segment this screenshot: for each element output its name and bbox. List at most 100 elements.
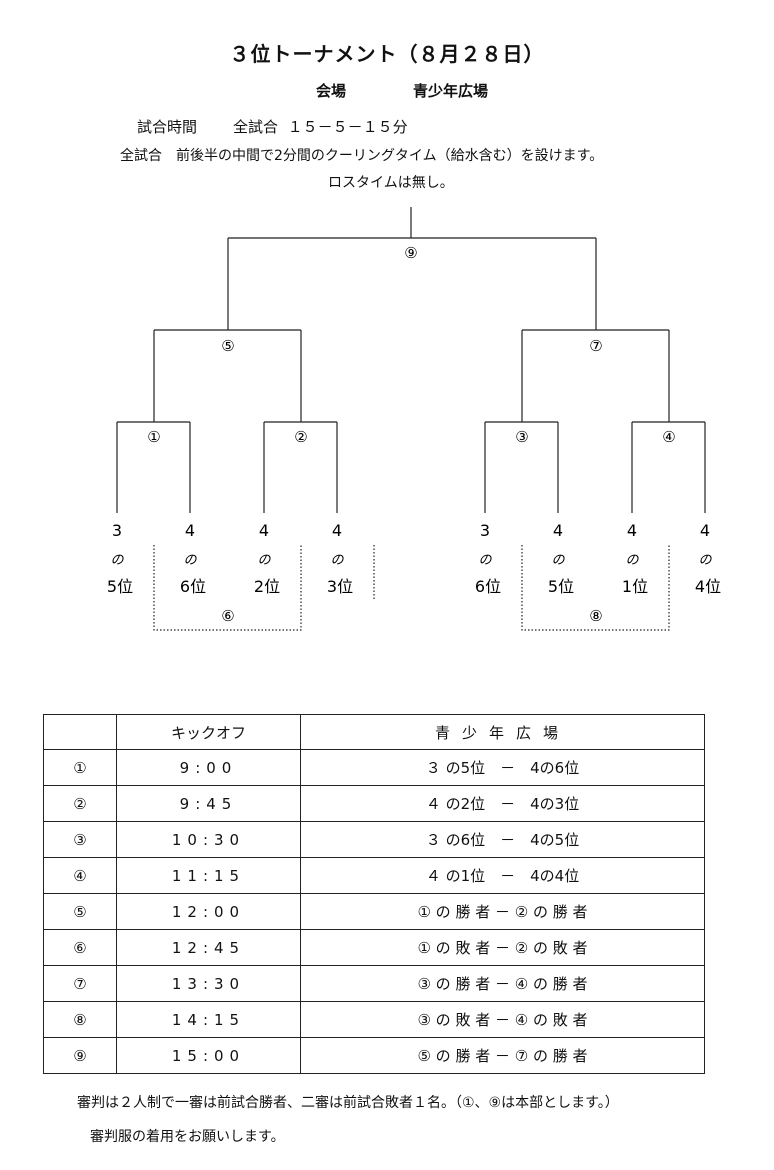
- seed-2: 4 の 6位: [180, 521, 206, 596]
- row-match: ⑨: [43, 1037, 117, 1074]
- bracket-match-2: ②: [294, 428, 307, 446]
- svg-text:4: 4: [627, 521, 637, 540]
- svg-text:3: 3: [480, 521, 490, 540]
- schedule-table: キックオフ 青少年広場 ① 9:00 ３ の5位 － 4の6位 ② 9:45 ４…: [43, 714, 705, 1074]
- svg-text:4: 4: [332, 521, 342, 540]
- table-row: ③ 10:30 ３ の6位 － 4の5位: [43, 821, 705, 858]
- bracket-match-6: ⑥: [221, 607, 234, 625]
- svg-text:4: 4: [700, 521, 710, 540]
- bracket-match4-lines: [631, 421, 706, 513]
- svg-text:4: 4: [553, 521, 563, 540]
- row-kickoff: 11:15: [116, 857, 301, 894]
- seed-6: 4 の 5位: [548, 521, 574, 596]
- header-kickoff: キックオフ: [116, 714, 301, 750]
- svg-text:3位: 3位: [327, 577, 353, 596]
- bracket-match-8: ⑧: [589, 607, 602, 625]
- svg-text:6位: 6位: [180, 577, 206, 596]
- venue-name: 青少年広場: [413, 82, 489, 100]
- row-kickoff: 12:00: [116, 893, 301, 930]
- table-row: ① 9:00 ３ の5位 － 4の6位: [43, 749, 705, 786]
- svg-text:4: 4: [185, 521, 195, 540]
- bracket-semi-right-lines: [521, 329, 670, 422]
- table-row: ④ 11:15 ４ の1位 － 4の4位: [43, 857, 705, 894]
- row-kickoff: 12:45: [116, 929, 301, 966]
- bracket-final-lines: [227, 207, 597, 330]
- svg-text:5位: 5位: [548, 577, 574, 596]
- bracket-match2-lines: [263, 421, 338, 513]
- match-time-line: 試合時間 全試合 １５－５－１５分: [137, 116, 408, 137]
- page-title: ３位トーナメント（８月２８日）: [229, 42, 545, 66]
- row-match: ⑤: [43, 893, 117, 930]
- bracket-match3-lines: [484, 421, 559, 513]
- svg-text:の: の: [478, 553, 492, 568]
- loss-time-note: ロスタイムは無し。: [328, 175, 454, 191]
- bracket-match6-dotted: [153, 545, 302, 631]
- match-time-scope: 全試合: [233, 118, 279, 136]
- row-match: ⑧: [43, 1001, 117, 1038]
- seed-7: 4 の 1位: [622, 521, 648, 596]
- row-kickoff: 9:00: [116, 749, 301, 786]
- table-row: ② 9:45 ４ の2位 － 4の3位: [43, 785, 705, 822]
- table-row: ⑥ 12:45 ① の 敗 者 － ② の 敗 者: [43, 929, 705, 966]
- row-kickoff: 10:30: [116, 821, 301, 858]
- seed-8: 4 の 4位: [695, 521, 721, 596]
- svg-text:4位: 4位: [695, 577, 721, 596]
- bracket-match-5: ⑤: [221, 337, 234, 355]
- row-card: ① の 勝 者 － ② の 勝 者: [300, 893, 705, 930]
- header-venue: 青少年広場: [300, 714, 705, 750]
- svg-text:の: の: [183, 553, 197, 568]
- seed-4: 4 の 3位: [327, 521, 353, 596]
- seed-5: 3 の 6位: [475, 521, 501, 596]
- schedule-header-row: キックオフ 青少年広場: [43, 714, 705, 750]
- svg-text:2位: 2位: [254, 577, 280, 596]
- row-card: ３ の6位 － 4の5位: [300, 821, 705, 858]
- row-card: ③ の 勝 者 － ④ の 勝 者: [300, 965, 705, 1002]
- svg-text:の: の: [330, 553, 344, 568]
- bracket-match1-lines: [116, 421, 191, 513]
- svg-text:の: の: [625, 553, 639, 568]
- svg-text:の: の: [551, 553, 565, 568]
- row-kickoff: 15:00: [116, 1037, 301, 1074]
- bracket-semi-left-lines: [153, 329, 302, 422]
- row-match: ①: [43, 749, 117, 786]
- seed-3: 4 の 2位: [254, 521, 280, 596]
- bracket-match-3: ③: [515, 428, 528, 446]
- row-match: ④: [43, 857, 117, 894]
- svg-text:の: の: [110, 553, 124, 568]
- svg-text:6位: 6位: [475, 577, 501, 596]
- row-match: ⑥: [43, 929, 117, 966]
- svg-text:5位: 5位: [107, 577, 133, 596]
- cooling-note: 全試合 前後半の中間で2分間のクーリングタイム（給水含む）を設けます。: [120, 148, 604, 164]
- row-card: ３ の5位 － 4の6位: [300, 749, 705, 786]
- row-card: ③ の 敗 者 － ④ の 敗 者: [300, 1001, 705, 1038]
- seed-1: 3 の 5位: [107, 521, 133, 596]
- table-row: ⑨ 15:00 ⑤ の 勝 者 － ⑦ の 勝 者: [43, 1037, 705, 1074]
- bracket-match-9: ⑨: [404, 244, 417, 262]
- row-match: ③: [43, 821, 117, 858]
- row-card: ⑤ の 勝 者 － ⑦ の 勝 者: [300, 1037, 705, 1074]
- table-row: ⑤ 12:00 ① の 勝 者 － ② の 勝 者: [43, 893, 705, 930]
- bracket-match-7: ⑦: [589, 337, 602, 355]
- table-row: ⑦ 13:30 ③ の 勝 者 － ④ の 勝 者: [43, 965, 705, 1002]
- uniform-note: 審判服の着用をお願いします。: [90, 1129, 285, 1145]
- svg-text:4: 4: [259, 521, 269, 540]
- table-row: ⑧ 14:15 ③ の 敗 者 － ④ の 敗 者: [43, 1001, 705, 1038]
- row-kickoff: 14:15: [116, 1001, 301, 1038]
- svg-text:の: の: [698, 553, 712, 568]
- row-match: ②: [43, 785, 117, 822]
- row-card: ４ の2位 － 4の3位: [300, 785, 705, 822]
- header-match: [43, 714, 117, 750]
- row-card: ４ の1位 － 4の4位: [300, 857, 705, 894]
- match-time-label: 試合時間: [137, 118, 198, 136]
- svg-text:の: の: [257, 553, 271, 568]
- bracket-match-1: ①: [147, 428, 160, 446]
- match-time-value: １５－５－１５分: [287, 118, 408, 136]
- bracket-match-4: ④: [662, 428, 675, 446]
- row-kickoff: 9:45: [116, 785, 301, 822]
- tournament-bracket: ⑨ ⑤ ⑦ ① ② ③ ④ ⑥ ⑧ 3 の 5位 4 の 6位 4 の 2位 4…: [107, 207, 721, 631]
- row-card: ① の 敗 者 － ② の 敗 者: [300, 929, 705, 966]
- referee-note: 審判は２人制で一審は前試合勝者、二審は前試合敗者１名。（①、⑨は本部とします。）: [77, 1095, 619, 1111]
- row-match: ⑦: [43, 965, 117, 1002]
- venue-label: 会場: [316, 82, 347, 100]
- bracket-match8-dotted: [521, 545, 670, 631]
